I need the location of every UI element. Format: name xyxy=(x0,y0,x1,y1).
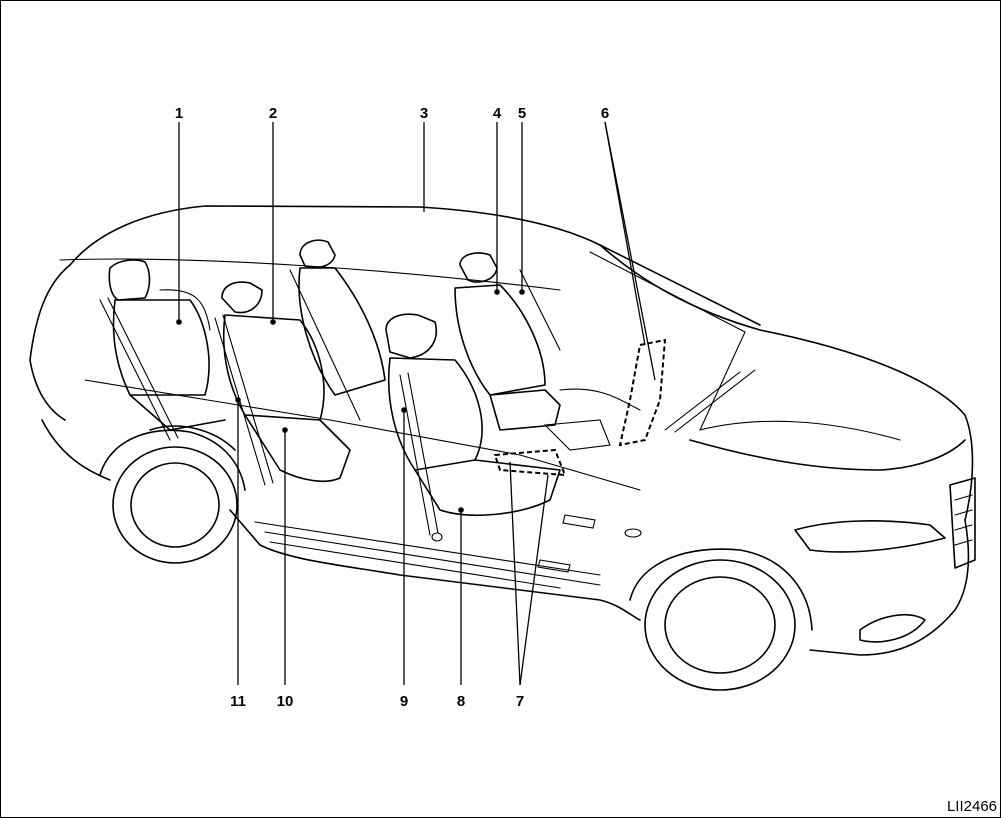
callout-labels: 1 2 3 4 5 6 7 8 9 10 11 xyxy=(175,105,609,710)
callout-5: 5 xyxy=(518,105,526,122)
third-row-seat xyxy=(99,259,226,441)
leader-dots xyxy=(176,289,525,513)
passenger-seat xyxy=(454,252,561,396)
callout-3: 3 xyxy=(420,105,428,122)
pretensioner-area-floor xyxy=(493,448,567,477)
front-wheel xyxy=(629,548,813,691)
callout-2: 2 xyxy=(269,105,277,122)
callout-1: 1 xyxy=(175,105,183,122)
callout-8: 8 xyxy=(457,693,465,710)
leader-lines xyxy=(178,121,656,686)
pretensioner-area-front xyxy=(618,338,667,447)
driver-seat xyxy=(385,313,561,542)
callout-4: 4 xyxy=(493,105,502,122)
callout-11: 11 xyxy=(230,693,246,710)
callout-9: 9 xyxy=(400,693,408,710)
rear-wheel xyxy=(99,429,246,564)
figure-code: LII2466 xyxy=(946,798,997,815)
vehicle-body xyxy=(29,205,976,656)
center-console xyxy=(489,388,641,451)
callout-10: 10 xyxy=(277,693,294,710)
second-row-seat xyxy=(214,239,386,486)
callout-7: 7 xyxy=(516,693,524,710)
callout-6: 6 xyxy=(601,105,609,122)
